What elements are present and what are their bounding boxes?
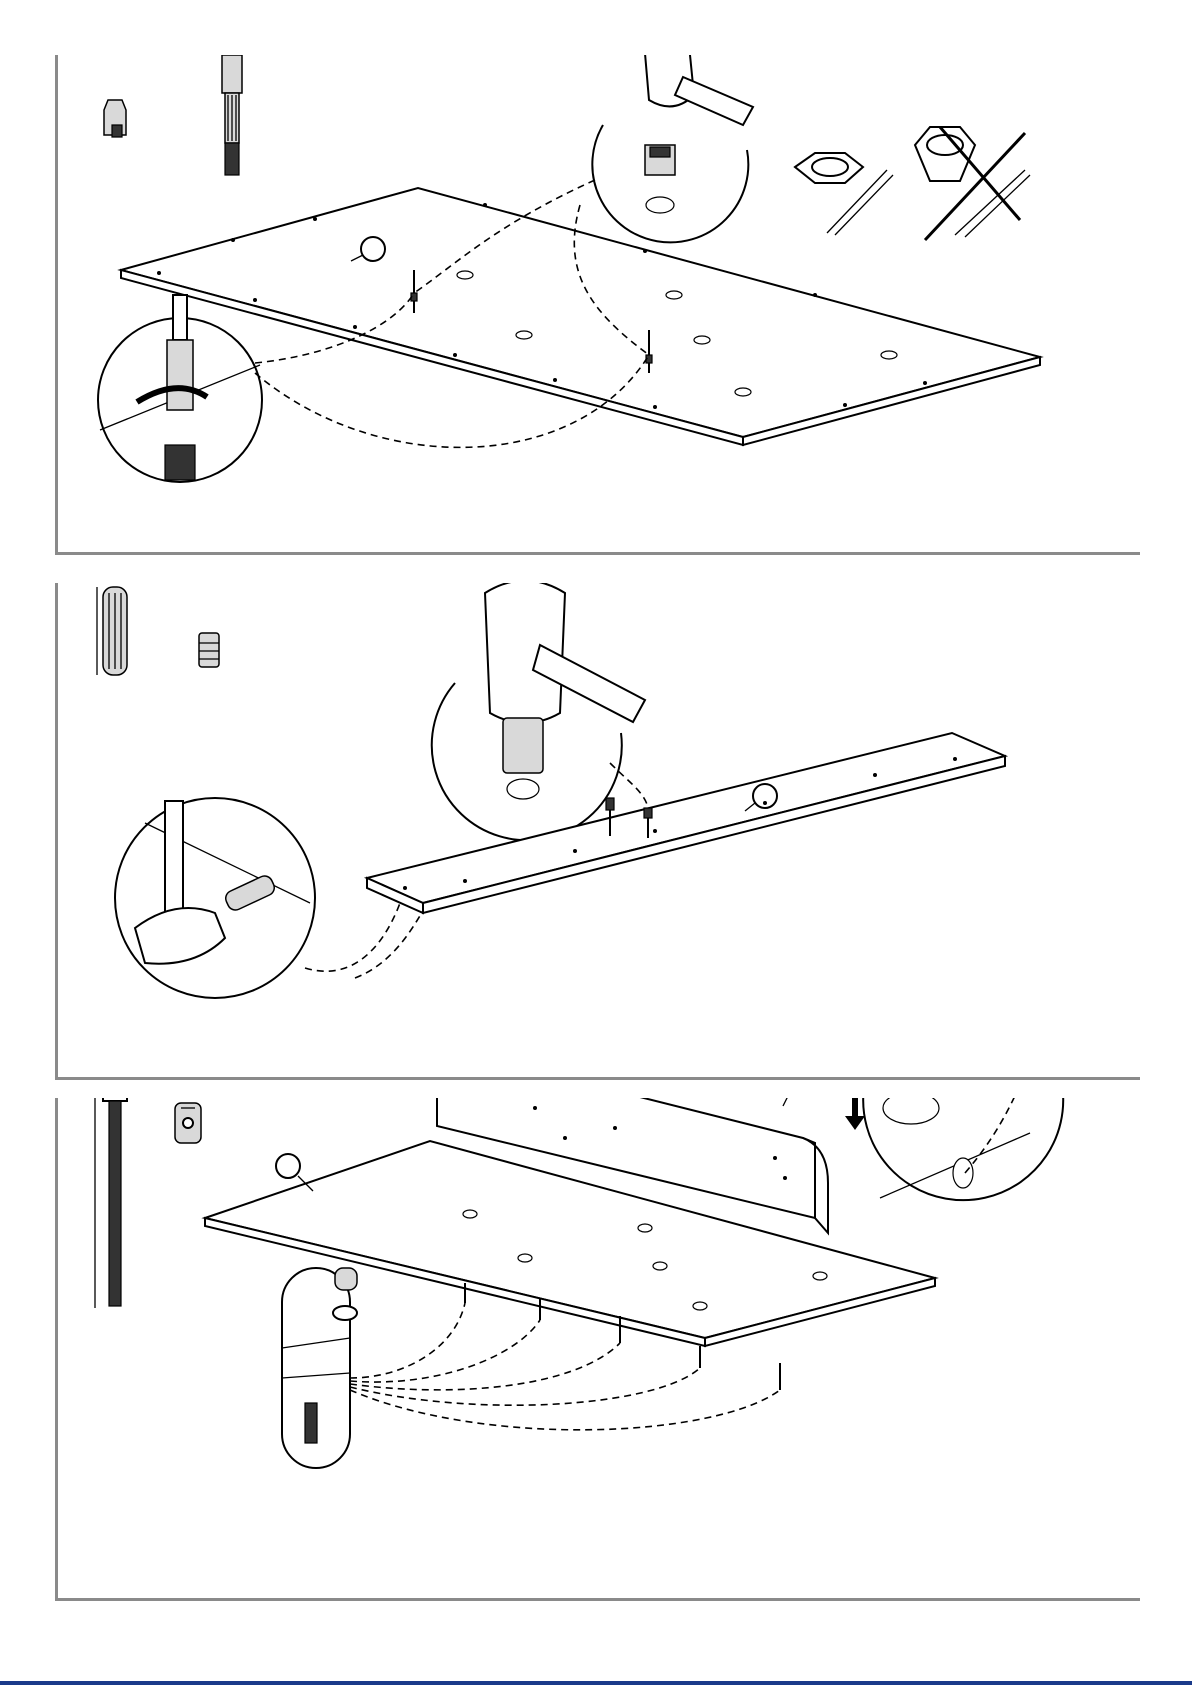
cam-nut-part-icon (104, 100, 126, 137)
screwdriver-detail-circle (98, 295, 262, 482)
step-1-illustration (55, 55, 1140, 555)
hammer-icon (485, 583, 645, 723)
eye-icon (333, 1306, 357, 1320)
hammer-detail-circle (592, 55, 753, 242)
barrel-nut-detail-circle (845, 1098, 1075, 1200)
step-3-illustration (55, 1098, 1140, 1601)
step-1-panel (55, 55, 1140, 555)
arrow-down-icon (845, 1098, 865, 1130)
dowel-part-icon (97, 587, 127, 675)
step-3-panel (55, 1098, 1140, 1601)
hammer-icon (643, 55, 753, 125)
step-2-panel (55, 583, 1140, 1080)
dowel-detail-circle (115, 798, 315, 998)
threaded-insert-part-icon (199, 633, 219, 667)
side-rail-panel (367, 733, 1005, 913)
bolt-detail-capsule (282, 1268, 357, 1468)
footer-rule (0, 1681, 1192, 1685)
cam-bolt-part-icon (221, 55, 243, 175)
correct-nut-example (795, 153, 893, 235)
long-bolt-part-icon (95, 1098, 127, 1308)
step-2-illustration (55, 583, 1140, 1080)
barrel-nut-part-icon (175, 1103, 201, 1143)
incorrect-nut-example (915, 127, 1030, 240)
screwdriver-icon (305, 1403, 317, 1443)
